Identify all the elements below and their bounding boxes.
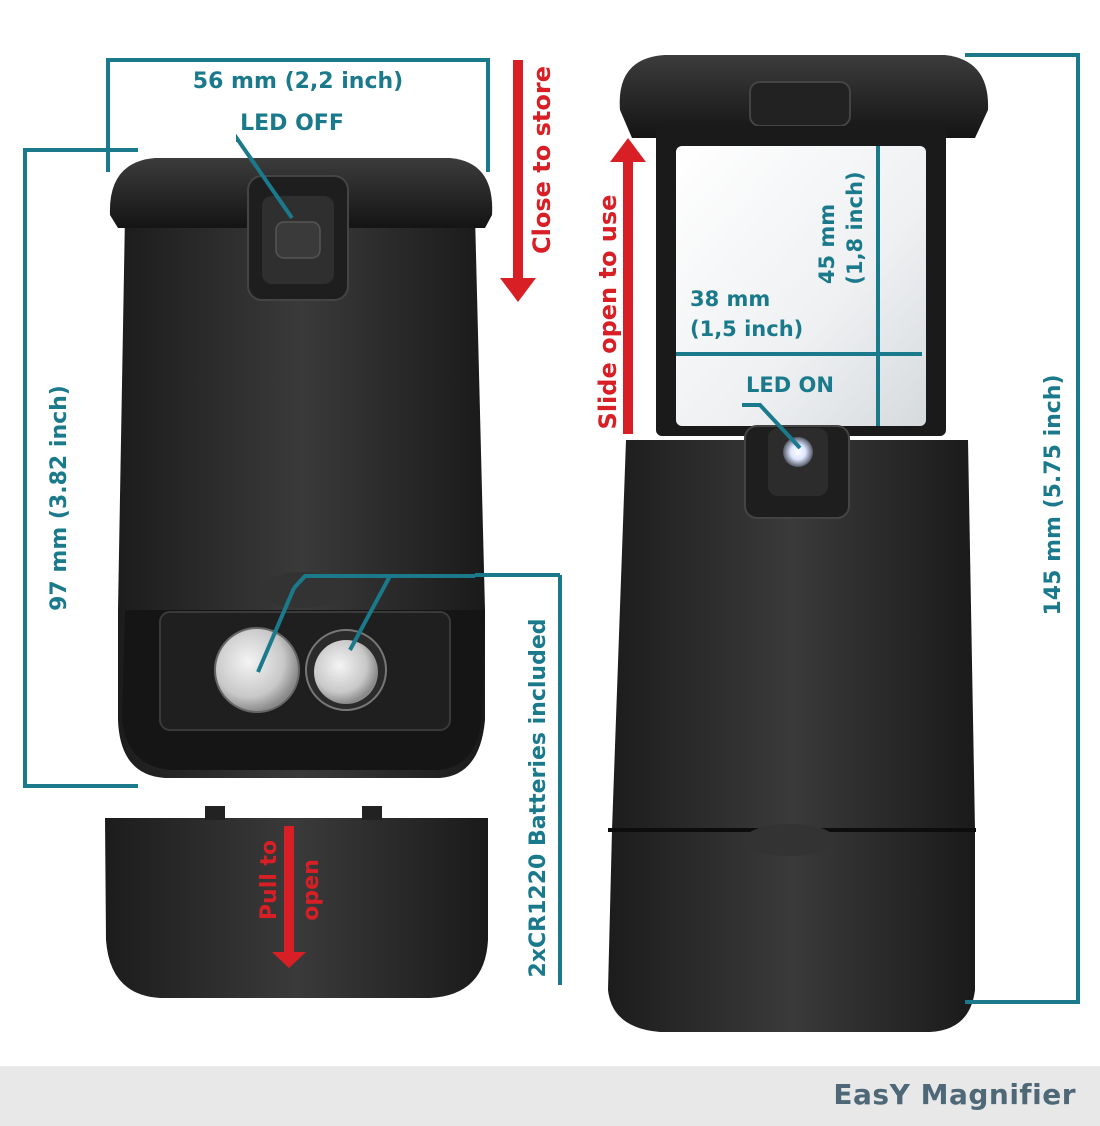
close-arrow-head xyxy=(500,278,536,302)
width-bracket xyxy=(106,58,490,172)
battery-coin-2-face xyxy=(314,640,378,704)
battery-pointer-3 xyxy=(348,575,392,651)
close-to-store-label: Close to store xyxy=(528,66,556,254)
total-height-bracket xyxy=(965,53,1080,1004)
battery-pointer-2 xyxy=(256,587,296,673)
right-device-body xyxy=(608,440,975,1032)
lens-width-mm-label: 38 mm xyxy=(690,287,770,311)
led-light xyxy=(783,437,813,467)
battery-cover-shell xyxy=(105,818,488,998)
led-on-label: LED ON xyxy=(746,373,834,397)
cap-button[interactable] xyxy=(749,81,851,127)
right-thumb-grip xyxy=(744,824,836,856)
pull-to-label: Pull to xyxy=(257,840,282,920)
thumb-grip xyxy=(260,572,344,608)
battery-tray xyxy=(159,611,451,731)
close-arrow-shaft xyxy=(513,60,523,280)
left-device xyxy=(109,158,493,778)
slide-arrow-shaft xyxy=(623,160,633,434)
total-height-label: 145 mm (5.75 inch) xyxy=(1041,374,1066,615)
slide-open-label: Slide open to use xyxy=(594,195,622,430)
dimension-lines xyxy=(23,53,1080,1004)
width-dimension-label: 56 mm (2,2 inch) xyxy=(193,69,403,94)
pull-arrow-head xyxy=(272,952,306,968)
cover-tab-left xyxy=(205,806,225,820)
led-off-label: LED OFF xyxy=(240,111,344,136)
led-on-pointer xyxy=(742,403,802,450)
height-bracket xyxy=(23,148,138,788)
right-device xyxy=(608,55,989,1032)
lens-height-mm-label: 45 mm xyxy=(815,204,839,284)
cover-tab-right xyxy=(362,806,382,820)
height-dimension-label: 97 mm (3.82 inch) xyxy=(47,385,72,611)
arrows xyxy=(272,60,646,968)
led-off-indicator xyxy=(275,221,321,259)
lens-width-in-label: (1,5 inch) xyxy=(690,317,803,341)
lens-height-in-label: (1,8 inch) xyxy=(843,171,867,284)
led-off-pointer xyxy=(236,133,294,220)
brand-title: EasY Magnifier xyxy=(833,1078,1076,1111)
pull-arrow-shaft xyxy=(284,826,294,958)
slide-arrow-head xyxy=(610,138,646,162)
battery-cover[interactable] xyxy=(105,806,488,998)
battery-pointer-top xyxy=(292,574,475,590)
footer-bar: EasY Magnifier xyxy=(0,1066,1100,1126)
batteries-label: 2xCR1220 Batteries included xyxy=(526,619,551,978)
open-label: open xyxy=(299,859,324,920)
